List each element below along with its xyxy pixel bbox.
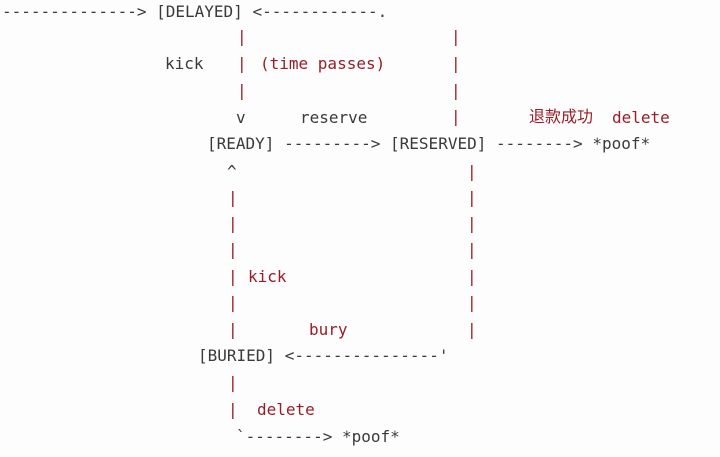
- bury-bar: |: [467, 162, 477, 181]
- buried-line: [BURIED] <---------------': [198, 346, 449, 365]
- time-passes-label: (time passes): [260, 54, 386, 73]
- up-caret: ^: [227, 162, 237, 181]
- kick-buried-bar: |: [228, 214, 238, 233]
- ready-line: [READY] ---------> [RESERVED] --------> …: [207, 134, 651, 153]
- kick-label-top: kick: [165, 54, 204, 73]
- kick-buried-bar: |: [228, 267, 238, 286]
- kick-delay-bar: |: [237, 81, 247, 100]
- delete-bar: |: [228, 373, 238, 392]
- kick-buried-bar: |: [228, 188, 238, 207]
- delayed-line: --------------> [DELAYED] <------------.: [2, 2, 388, 21]
- bury-bar: |: [467, 240, 477, 259]
- bury-bar: |: [467, 293, 477, 312]
- delete-label-bottom: delete: [257, 400, 315, 419]
- delete-bar: |: [228, 400, 238, 419]
- poof-line: `--------> *poof*: [236, 427, 400, 446]
- delay-return-bar: |: [451, 27, 461, 46]
- kick-label-mid: kick: [248, 267, 287, 286]
- bury-bar: |: [467, 267, 477, 286]
- delay-return-bar: |: [451, 107, 461, 126]
- bury-bar: |: [467, 214, 477, 233]
- reserve-label: reserve: [300, 108, 368, 127]
- delete-label-right: delete: [612, 108, 670, 127]
- delay-return-bar: |: [451, 81, 461, 100]
- bury-label: bury: [309, 320, 348, 339]
- kick-delay-bar: |: [237, 27, 247, 46]
- bury-bar: |: [467, 188, 477, 207]
- down-arrow: v: [236, 108, 246, 127]
- kick-delay-bar: |: [237, 54, 247, 73]
- bury-bar: |: [467, 320, 477, 339]
- kick-buried-bar: |: [228, 320, 238, 339]
- delay-return-bar: |: [451, 54, 461, 73]
- kick-buried-bar: |: [228, 240, 238, 259]
- refund-success-label: 退款成功: [529, 107, 594, 126]
- kick-buried-bar: |: [228, 293, 238, 312]
